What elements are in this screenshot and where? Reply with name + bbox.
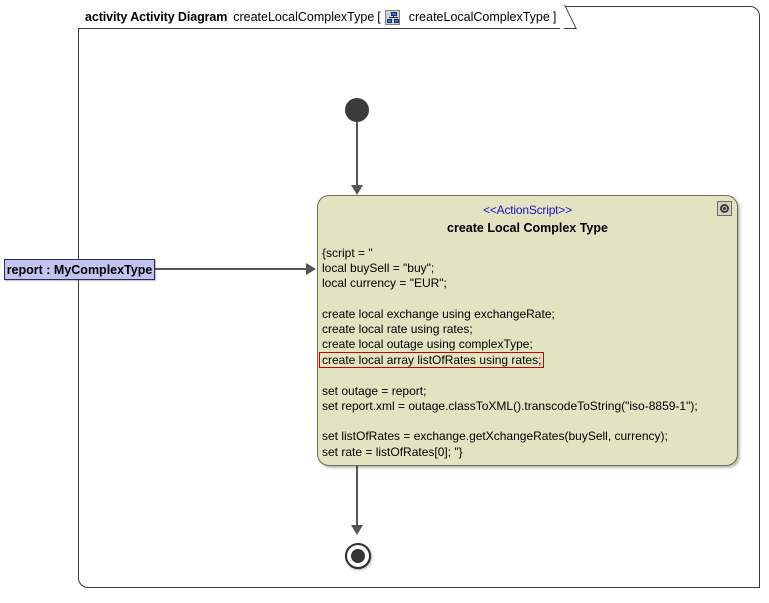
action-stereotype: <<ActionScript>>: [483, 203, 572, 217]
initial-node[interactable]: [345, 98, 369, 122]
action-node-create-local-complex-type[interactable]: <<ActionScript>> create Local Complex Ty…: [317, 195, 738, 466]
action-title: create Local Complex Type: [447, 221, 608, 235]
frame-bracket-close: ]: [552, 10, 557, 24]
script-line: set outage = report;: [322, 383, 427, 398]
script-line: [322, 414, 737, 429]
script-line: local currency = "EUR";: [322, 276, 447, 291]
script-line: set report.xml = outage.classToXML().tra…: [322, 399, 698, 413]
frame-header-tab: activity Activity Diagram createLocalCom…: [78, 6, 561, 29]
script-line: [322, 369, 737, 384]
action-script-body: {script = "local buySell = "buy";local c…: [319, 246, 737, 460]
arrowhead-icon: [351, 185, 363, 195]
arrowhead-icon: [306, 263, 316, 275]
arrowhead-icon: [351, 525, 363, 535]
control-flow-initial-to-action[interactable]: [356, 122, 358, 188]
activity-final-node[interactable]: [345, 543, 371, 569]
gear-icon[interactable]: [717, 201, 732, 216]
script-line: create local outage using complexType;: [322, 337, 533, 352]
script-line: create local exchange using exchangeRate…: [322, 306, 555, 321]
object-node-report[interactable]: report : MyComplexType: [4, 259, 155, 280]
frame-bracket-open: [: [377, 10, 381, 24]
frame-keyword: activity Activity Diagram: [85, 10, 228, 24]
script-line: {script = ": [322, 246, 373, 260]
gear-ring: [720, 204, 729, 213]
control-flow-action-to-final[interactable]: [356, 466, 358, 528]
frame-diagram-name: createLocalComplexType: [233, 10, 375, 24]
script-line: [322, 292, 737, 307]
script-line: set rate = listOfRates[0]; "}: [322, 444, 463, 459]
activity-diagram-icon: [384, 9, 400, 25]
script-line: local buySell = "buy";: [322, 261, 435, 276]
object-flow-report-to-action[interactable]: [155, 268, 311, 270]
activity-final-inner: [351, 549, 365, 563]
script-line-highlighted: create local array listOfRates using rat…: [319, 352, 545, 369]
script-line: create local rate using rates;: [322, 322, 473, 336]
script-line: create local array listOfRates using rat…: [319, 352, 737, 369]
gear-dot: [723, 207, 726, 210]
object-node-label: report : MyComplexType: [6, 262, 153, 277]
frame-inner-name: createLocalComplexType: [408, 10, 550, 24]
script-line: set listOfRates = exchange.getXchangeRat…: [322, 429, 668, 444]
